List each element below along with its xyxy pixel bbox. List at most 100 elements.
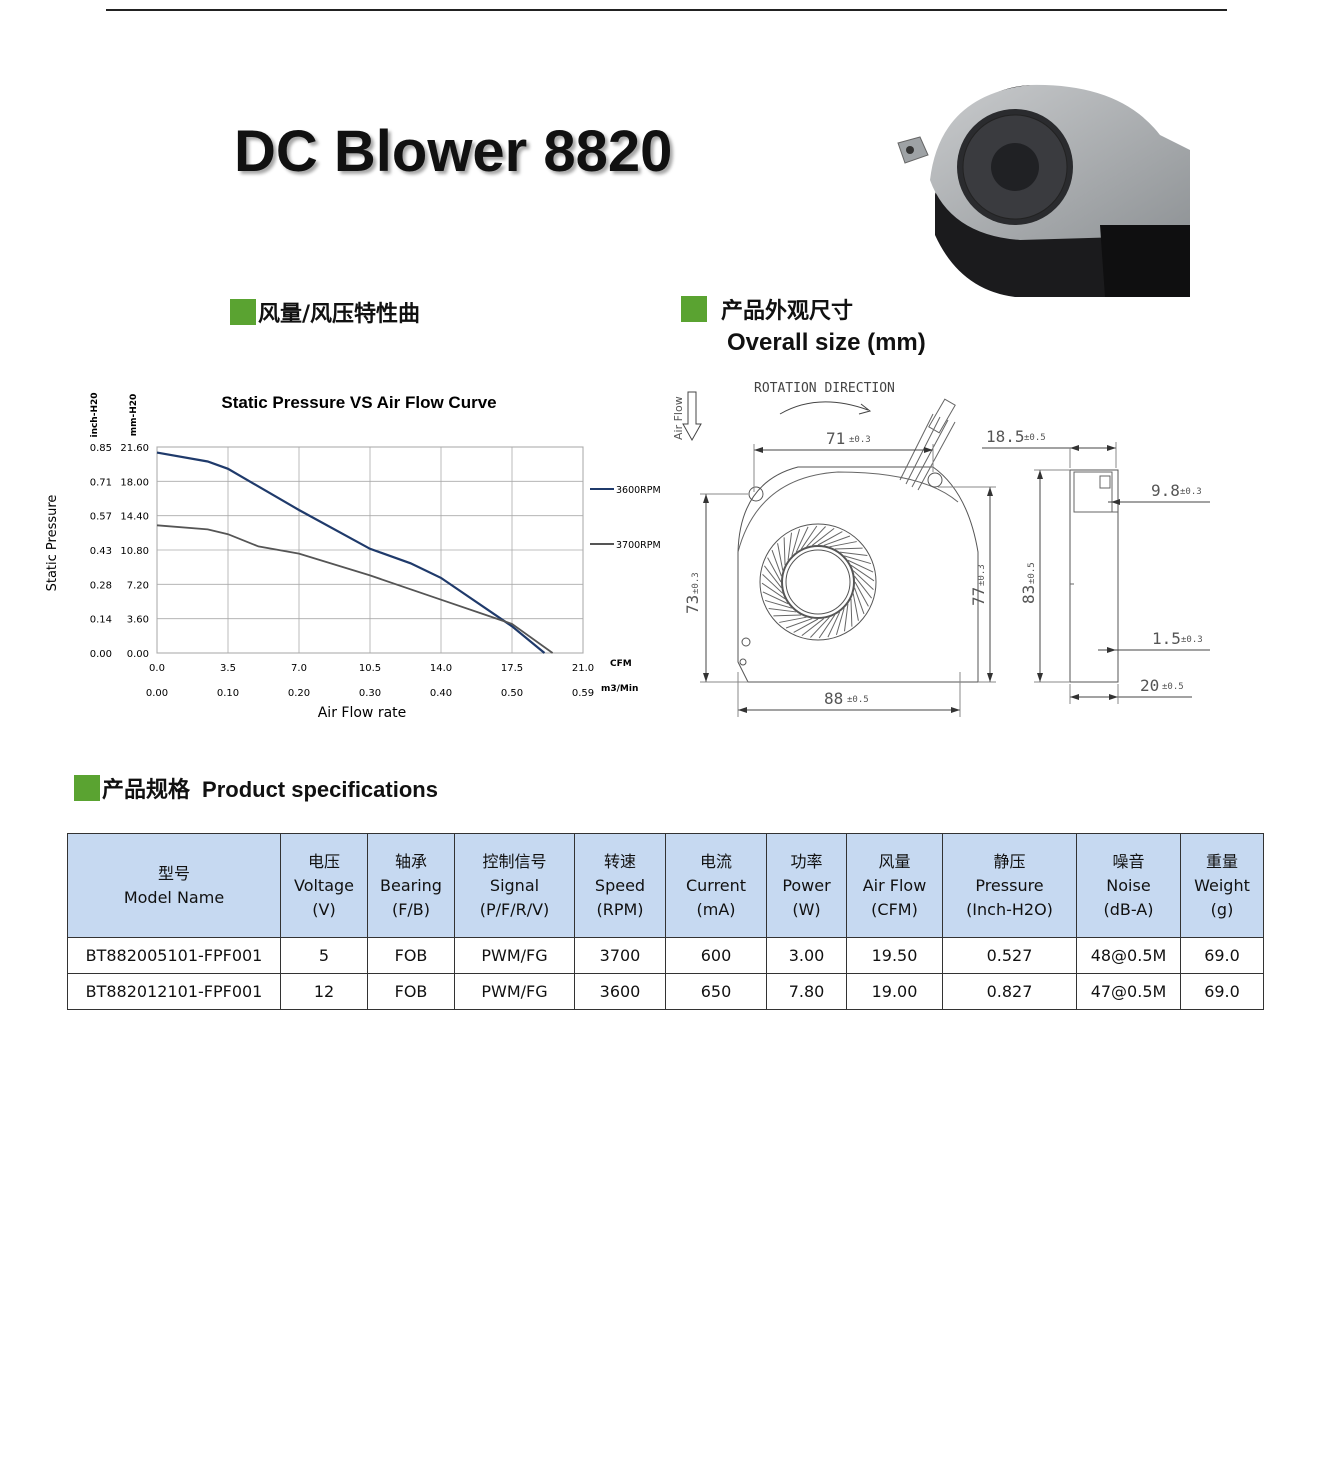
table-cell: PWM/FG bbox=[454, 937, 575, 974]
y-tick-label-mm: 0.00 bbox=[127, 649, 149, 660]
chart-title: Static Pressure VS Air Flow Curve bbox=[221, 393, 496, 412]
table-cell: 3.00 bbox=[766, 937, 847, 974]
table-cell: 0.827 bbox=[942, 973, 1077, 1010]
y-tick-label-inch: 0.43 bbox=[90, 546, 112, 557]
fan-blade bbox=[763, 565, 782, 589]
green-square-icon bbox=[230, 299, 256, 325]
y-tick-label-inch: 0.00 bbox=[90, 649, 112, 660]
header-cn: 控制信号 bbox=[482, 851, 547, 871]
fan-blade bbox=[810, 616, 830, 638]
fan-blade bbox=[773, 614, 802, 617]
header-cn: 转速 bbox=[603, 851, 636, 871]
header-en: Air Flow bbox=[862, 875, 927, 895]
size-subheading: Overall size (mm) bbox=[727, 329, 926, 356]
fan-blade bbox=[783, 537, 786, 566]
fan-blade bbox=[818, 614, 836, 639]
x-tick-label-cfm: 0.0 bbox=[149, 663, 165, 674]
y-tick-label-mm: 10.80 bbox=[120, 546, 149, 557]
y-tick-label-mm: 7.20 bbox=[127, 580, 149, 591]
fan-blade bbox=[779, 616, 807, 623]
fan-blade bbox=[767, 557, 782, 583]
y-unit-mm: mm-H20 bbox=[129, 394, 139, 437]
fan-blade bbox=[793, 618, 819, 633]
x-tick-label-m3: 0.10 bbox=[217, 688, 239, 699]
size-section-heading: 产品外观尺寸 bbox=[681, 293, 853, 325]
y-tick-label-mm: 3.60 bbox=[127, 615, 149, 626]
table-cell: BT882012101-FPF001 bbox=[67, 973, 281, 1010]
x-tick-label-m3: 0.00 bbox=[146, 688, 168, 699]
x-unit-cfm: CFM bbox=[610, 659, 632, 669]
table-cell: FOB bbox=[367, 973, 455, 1010]
fan-blade bbox=[839, 551, 868, 557]
header-cn: 噪音 bbox=[1112, 851, 1145, 871]
dim-83-value: 83 bbox=[1019, 585, 1038, 604]
fan-blade bbox=[800, 525, 818, 550]
header-en: Noise bbox=[1106, 875, 1151, 895]
dim-71-tol: ±0.3 bbox=[849, 435, 871, 445]
top-rule bbox=[106, 9, 1227, 11]
legend-label-3700RPM: 3700RPM bbox=[616, 540, 661, 551]
dim-88-tol: ±0.5 bbox=[847, 695, 869, 705]
y-tick-label-inch: 0.57 bbox=[90, 512, 112, 523]
fan-blade bbox=[854, 575, 873, 599]
header-en: Model Name bbox=[123, 887, 225, 907]
fan-blade bbox=[762, 591, 789, 605]
header-en: Current bbox=[685, 875, 747, 895]
x-unit-m3: m3/Min bbox=[601, 684, 638, 694]
fan-blade bbox=[761, 582, 786, 600]
table-cell: 47@0.5M bbox=[1076, 973, 1181, 1010]
pressure-flow-chart: Static Pressure VS Air Flow Curve Static… bbox=[45, 392, 661, 721]
dim-18-tol: ±0.5 bbox=[1024, 433, 1046, 443]
fan-blade bbox=[834, 547, 863, 550]
x-tick-label-m3: 0.59 bbox=[572, 688, 594, 699]
green-square-icon bbox=[74, 775, 100, 801]
fan-blade bbox=[791, 528, 801, 556]
fan-blade bbox=[852, 570, 874, 590]
legend-label-3600RPM: 3600RPM bbox=[616, 485, 661, 496]
header-unit: (F/B) bbox=[391, 899, 431, 919]
y-unit-inch: inch-H20 bbox=[90, 392, 100, 437]
airflow-label: Air Flow bbox=[672, 396, 685, 440]
header-en: Power bbox=[782, 875, 831, 895]
table-cell: 69.0 bbox=[1180, 937, 1264, 974]
dimension-drawing: ROTATION DIRECTION Air Flow 71 ±0.3 73 ±… bbox=[672, 381, 1210, 717]
x-tick-label-m3: 0.20 bbox=[288, 688, 310, 699]
header-unit: (Inch-H2O) bbox=[966, 899, 1053, 919]
fan-blade bbox=[801, 618, 825, 637]
dim-9-tol: ±0.3 bbox=[1180, 487, 1202, 497]
series-line-3600RPM bbox=[156, 451, 546, 654]
x-tick-label-cfm: 14.0 bbox=[430, 663, 452, 674]
fan-blade bbox=[811, 527, 835, 546]
y-tick-label-mm: 18.00 bbox=[120, 477, 149, 488]
spec-header-cell: 重量 Weight (g) bbox=[1180, 833, 1264, 938]
table-cell: 7.80 bbox=[766, 973, 847, 1010]
header-en: Weight bbox=[1194, 875, 1250, 895]
fan-blade bbox=[762, 574, 784, 594]
table-cell: 3600 bbox=[574, 973, 666, 1010]
table-cell: 19.50 bbox=[846, 937, 943, 974]
header-cn: 重量 bbox=[1205, 851, 1238, 871]
header-cn: 型号 bbox=[157, 863, 190, 883]
curve-section-heading: 风量/风压特性曲 bbox=[230, 296, 420, 328]
y-axis-label: Static Pressure bbox=[45, 495, 60, 592]
header-cn: 功率 bbox=[790, 851, 823, 871]
header-en: Bearing bbox=[380, 875, 442, 895]
dim-73-value: 73 bbox=[683, 595, 702, 614]
dim-83-tol: ±0.5 bbox=[1027, 562, 1037, 584]
table-cell: 12 bbox=[280, 973, 368, 1010]
header-unit: (g) bbox=[1210, 899, 1234, 919]
table-cell: 48@0.5M bbox=[1076, 937, 1181, 974]
fan-blade bbox=[827, 611, 841, 638]
dim-73-tol: ±0.3 bbox=[691, 572, 701, 594]
fan-blade bbox=[829, 541, 857, 548]
table-cell: 69.0 bbox=[1180, 973, 1264, 1010]
header-cn: 电压 bbox=[307, 851, 340, 871]
table-cell: PWM/FG bbox=[454, 973, 575, 1010]
dim-20-value: 20 bbox=[1140, 676, 1159, 695]
